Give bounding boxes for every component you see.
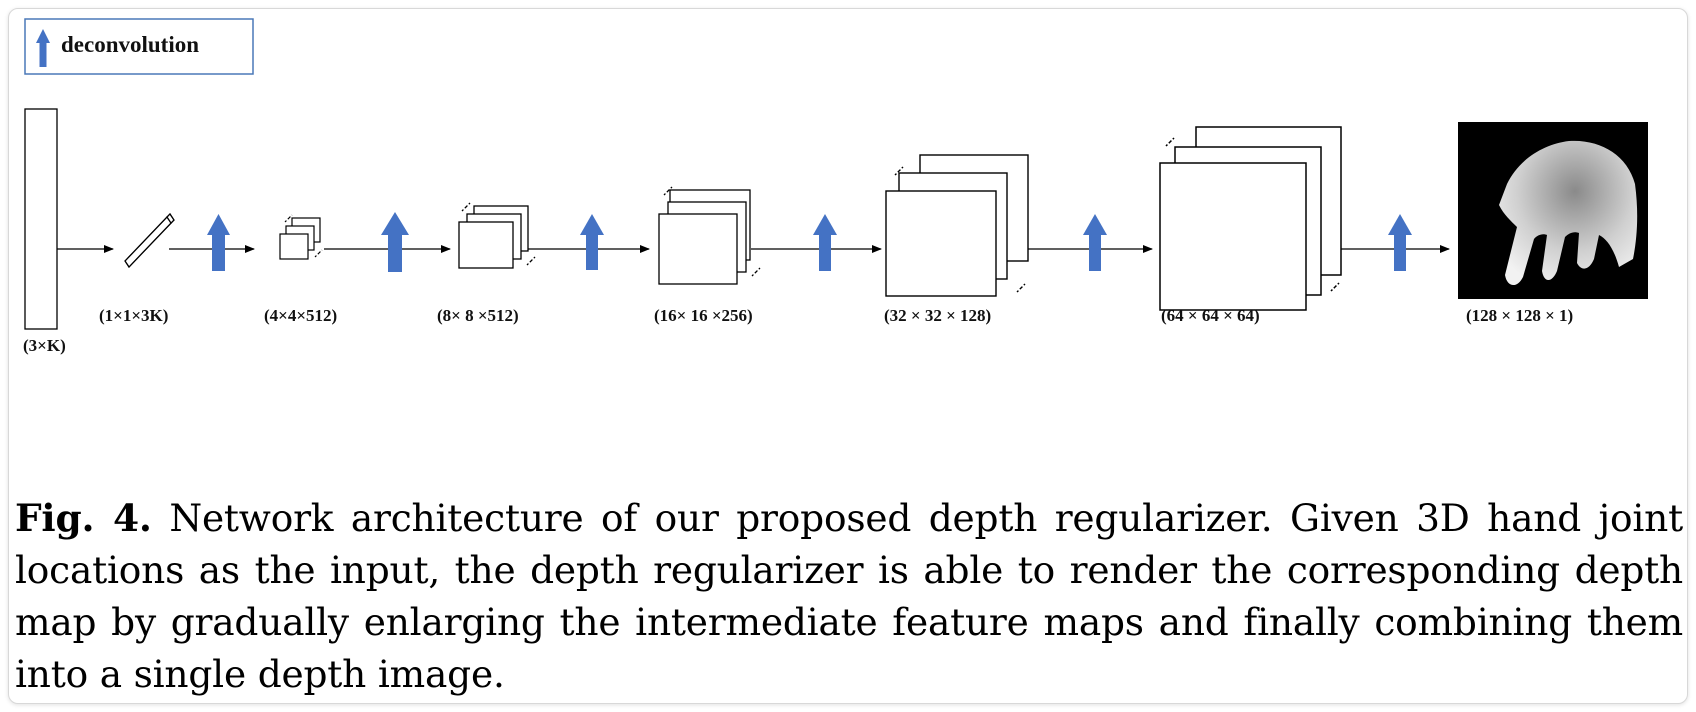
up-arrow-icon bbox=[1388, 214, 1412, 271]
label-l16: (16× 16 ×256) bbox=[654, 306, 753, 325]
label-l64: (64 × 64 × 64) bbox=[1161, 306, 1260, 325]
legend-box bbox=[24, 18, 254, 75]
label-fc: (1×1×3K) bbox=[99, 306, 168, 325]
caption-label: Fig. 4. bbox=[15, 496, 152, 540]
label-input: (3×K) bbox=[23, 336, 66, 355]
label-l8: (8× 8 ×512) bbox=[437, 306, 519, 325]
up-arrow-icon bbox=[580, 214, 604, 270]
up-arrow-icon bbox=[36, 29, 50, 67]
label-l32: (32 × 32 × 128) bbox=[884, 306, 991, 325]
feature-map-32 bbox=[885, 154, 1029, 297]
up-arrow-icon bbox=[1083, 214, 1107, 271]
feature-map-16 bbox=[658, 186, 761, 285]
up-arrow-icon bbox=[813, 214, 837, 271]
caption-text: Network architecture of our proposed dep… bbox=[15, 496, 1683, 696]
figure-caption: Fig. 4. Network architecture of our prop… bbox=[15, 492, 1683, 700]
figure-panel: deconvolution bbox=[8, 8, 1688, 704]
fc-layer bbox=[124, 213, 175, 268]
up-arrow-icon bbox=[381, 212, 409, 272]
up-arrow-icon bbox=[207, 214, 230, 271]
legend: deconvolution bbox=[24, 18, 254, 75]
input-vector bbox=[24, 108, 58, 330]
label-output: (128 × 128 × 1) bbox=[1466, 306, 1573, 325]
output-depth-image bbox=[1458, 122, 1648, 299]
network-diagram: deconvolution bbox=[23, 18, 1648, 355]
feature-map-4 bbox=[279, 214, 323, 260]
feature-map-64 bbox=[1159, 126, 1342, 311]
deconvolution-arrows bbox=[207, 212, 1412, 272]
feature-map-8 bbox=[458, 202, 536, 269]
label-l4: (4×4×512) bbox=[264, 306, 337, 325]
legend-label: deconvolution bbox=[61, 32, 199, 57]
